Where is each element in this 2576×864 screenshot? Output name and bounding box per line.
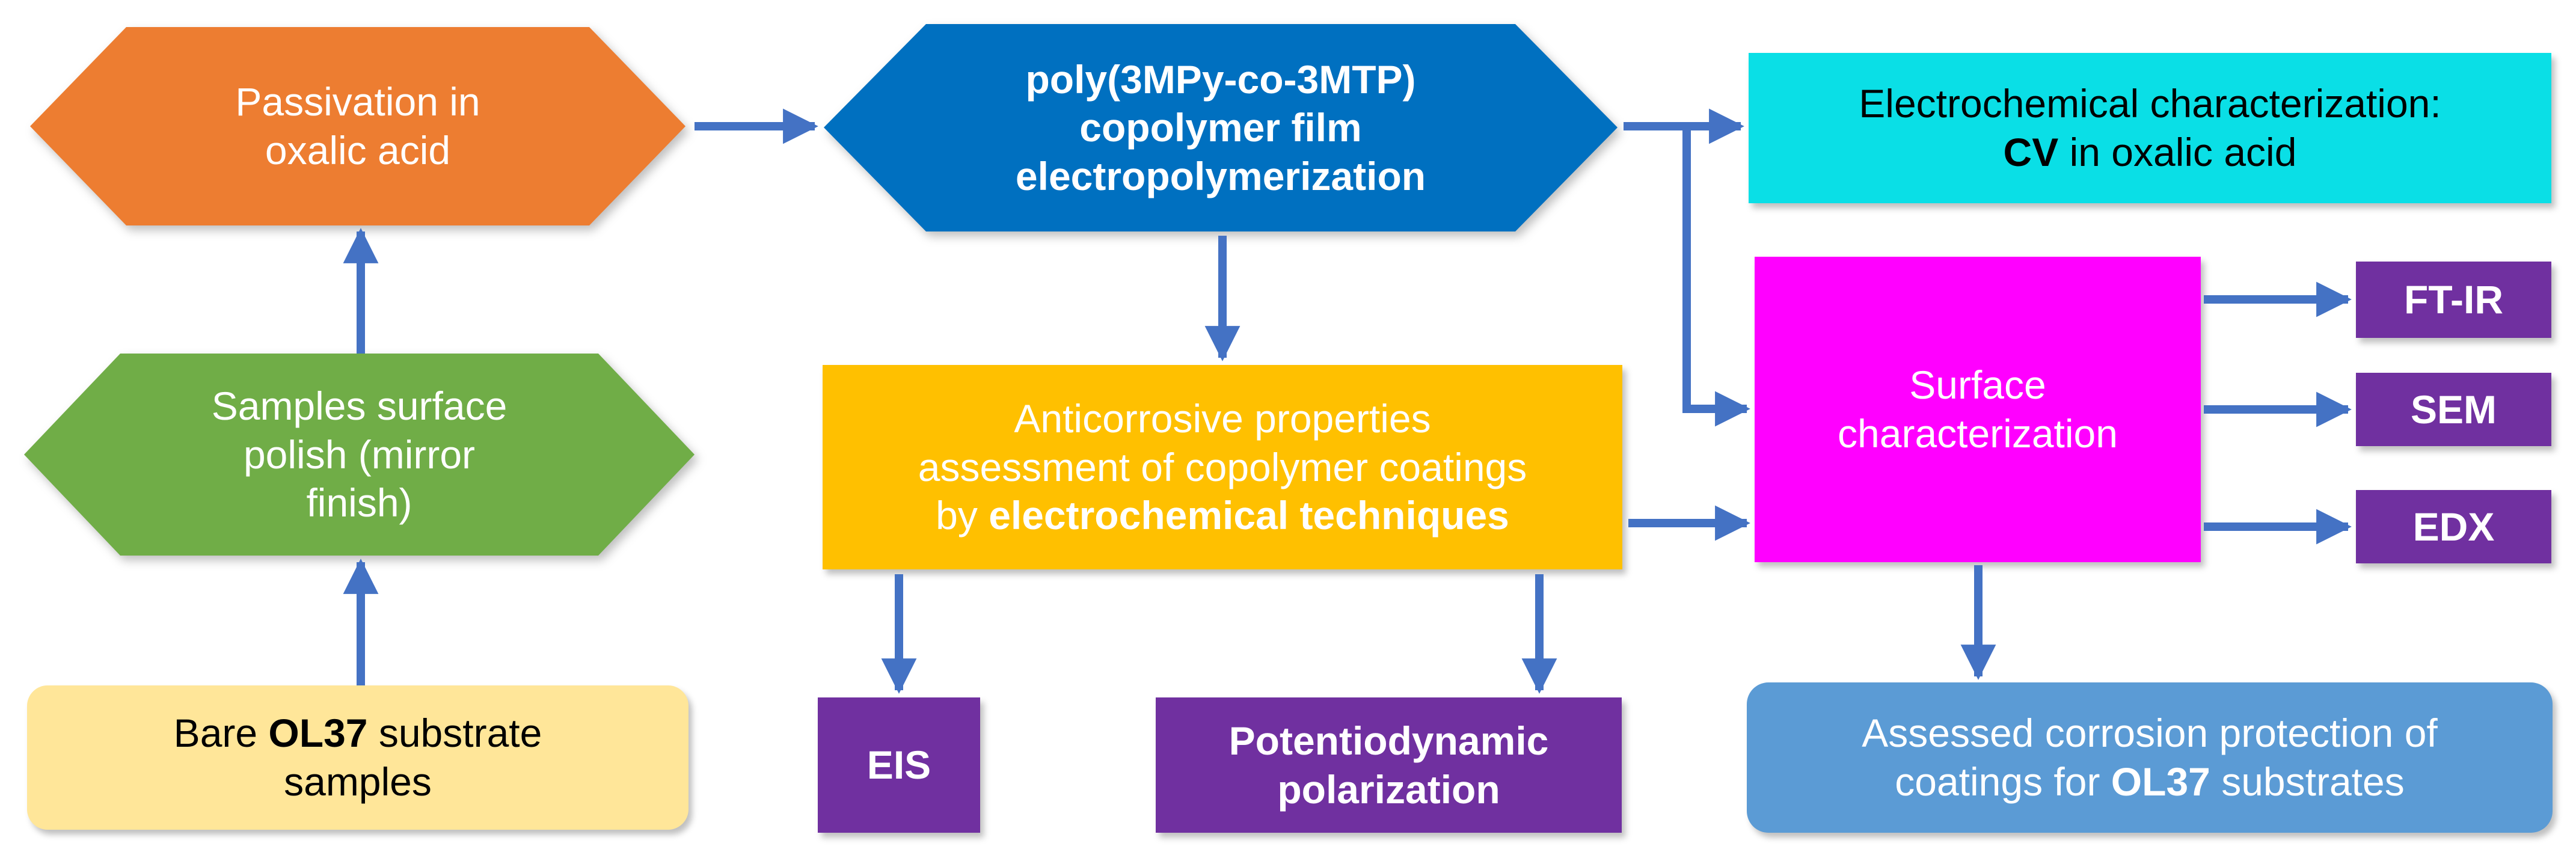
node-eis: EIS [818, 697, 980, 833]
hexagon-shape [824, 24, 1618, 231]
node-surface-polish: Samples surface polish (mirror finish) [24, 354, 695, 556]
node-copolymer-film: poly(3MPy-co-3MTP) copolymer film electr… [824, 24, 1618, 231]
node-surface-characterization: Surface characterization [1755, 257, 2201, 562]
node-bare-substrate: Bare OL37 substrate samples [27, 685, 688, 830]
node-assessed-corrosion-protection: Assessed corrosion protection of coating… [1747, 682, 2553, 833]
passivation-label: Passivation in oxalic acid [235, 79, 480, 173]
polish-label: Samples surface polish (mirror finish) [211, 384, 508, 525]
hexagon-shape [24, 354, 695, 556]
hexagon-shape [30, 27, 685, 225]
node-edx: EDX [2356, 490, 2551, 563]
node-passivation: Passivation in oxalic acid [30, 27, 685, 225]
node-potentiodynamic-polarization: Potentiodynamic polarization [1156, 697, 1622, 833]
node-ftir: FT-IR [2356, 262, 2551, 338]
node-anticorrosive-assessment: Anticorrosive properties assessment of c… [823, 365, 1622, 569]
arrow-copolymer-to-surface [1682, 126, 1750, 427]
node-sem: SEM [2356, 373, 2551, 446]
copolymer-label: poly(3MPy-co-3MTP) copolymer film electr… [1015, 57, 1426, 198]
node-electrochemical-characterization: Electrochemical characterization: CV in … [1749, 53, 2551, 203]
